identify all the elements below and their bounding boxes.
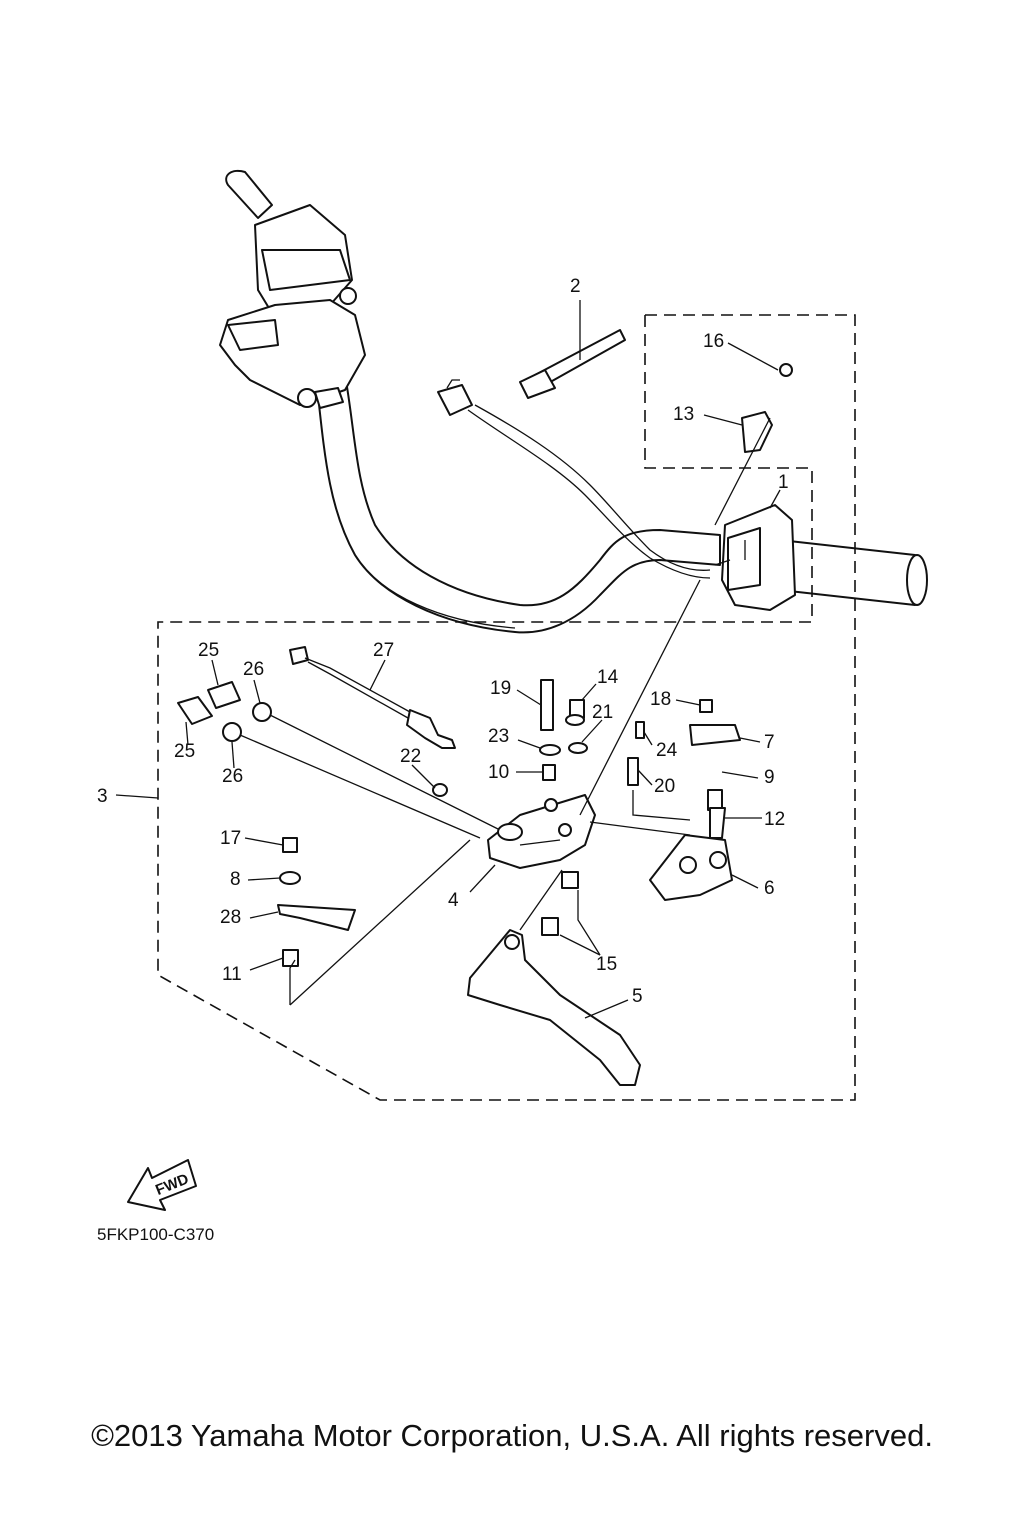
label-16: 16 xyxy=(703,331,724,352)
label-8: 8 xyxy=(230,869,241,890)
label-20: 20 xyxy=(654,776,675,797)
right-grip xyxy=(779,539,928,606)
label-21: 21 xyxy=(592,702,613,723)
label-25-bottom: 25 xyxy=(174,741,195,762)
fwd-arrow: FWD xyxy=(127,1159,197,1211)
label-5: 5 xyxy=(632,986,643,1007)
lever xyxy=(467,929,641,1086)
switch-bracket xyxy=(649,834,733,901)
assembly-lines xyxy=(289,417,771,1006)
label-19: 19 xyxy=(490,678,511,699)
right-switch xyxy=(714,504,796,611)
label-18: 18 xyxy=(650,689,671,710)
wire-harness xyxy=(437,379,711,579)
label-24: 24 xyxy=(656,740,678,761)
label-23: 23 xyxy=(488,726,509,747)
handlebar xyxy=(317,374,721,634)
label-6: 6 xyxy=(764,878,775,899)
label-12: 12 xyxy=(764,809,785,830)
label-2: 2 xyxy=(570,276,581,297)
label-4: 4 xyxy=(448,890,459,911)
label-11: 11 xyxy=(222,964,242,985)
label-26-top: 26 xyxy=(243,659,264,680)
label-1: 1 xyxy=(778,472,789,493)
label-17: 17 xyxy=(220,828,241,849)
electrical-cord xyxy=(289,646,456,749)
label-26-bottom: 26 xyxy=(222,766,243,787)
label-27: 27 xyxy=(373,640,394,661)
label-13: 13 xyxy=(673,404,694,425)
label-22: 22 xyxy=(400,746,421,767)
diagram-code: 5FKP100-C370 xyxy=(97,1225,214,1244)
left-switch-housing xyxy=(219,169,366,409)
label-15: 15 xyxy=(596,954,617,975)
lever-holder xyxy=(487,794,596,869)
small-parts xyxy=(277,363,793,967)
label-7: 7 xyxy=(764,732,775,753)
leader-lines xyxy=(115,300,781,1019)
part-labels: 2 16 13 1 25 26 27 14 19 18 21 23 7 24 2… xyxy=(97,276,789,1007)
cable-band xyxy=(519,329,626,399)
copyright-notice: ©2013 Yamaha Motor Corporation, U.S.A. A… xyxy=(91,1418,933,1453)
label-10: 10 xyxy=(488,762,509,783)
label-9: 9 xyxy=(764,767,775,788)
label-28: 28 xyxy=(220,907,241,928)
dashed-group-outlines xyxy=(157,314,856,1101)
cable-adjusters xyxy=(177,681,501,839)
label-25-top: 25 xyxy=(198,640,219,661)
label-14: 14 xyxy=(597,667,619,688)
label-3: 3 xyxy=(97,786,108,807)
